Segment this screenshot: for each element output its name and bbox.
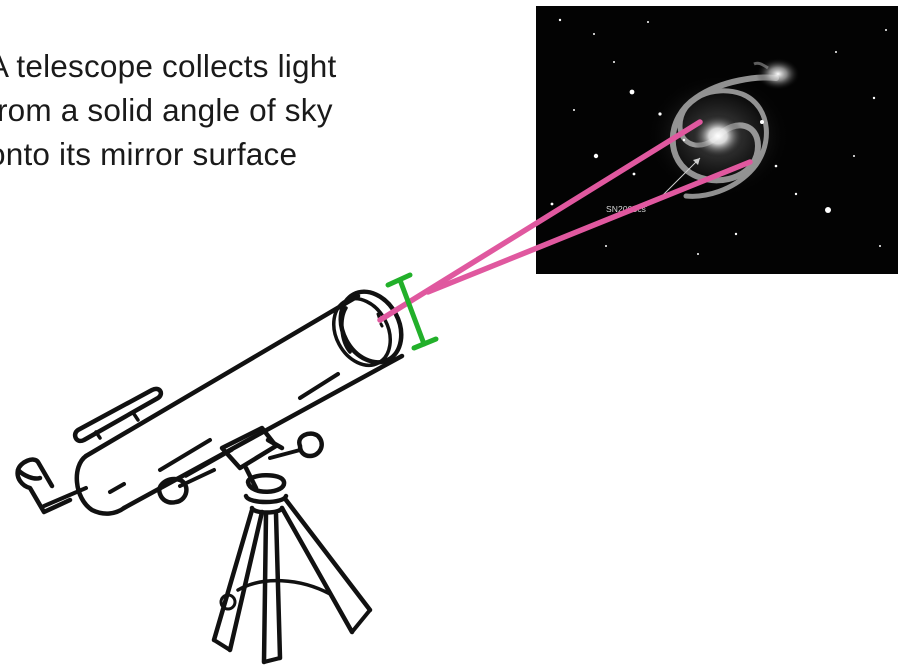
tripod-leg-middle — [261, 511, 269, 665]
caption-line-3: onto its mirror surface — [0, 136, 298, 172]
aperture-ring — [338, 289, 404, 365]
tripod-spreader — [236, 579, 332, 596]
mount-head — [219, 425, 279, 471]
galaxy-photo — [536, 6, 898, 274]
galaxy-image — [536, 6, 898, 274]
tube-top-edge — [83, 293, 361, 459]
supernova-label: SN2005cs — [606, 204, 647, 214]
tripod-leg-right — [279, 505, 355, 635]
tripod-leg-left — [211, 507, 255, 643]
knob-right — [297, 431, 324, 459]
knob-left — [157, 476, 189, 505]
caption-line-2: from a solid angle of sky — [0, 92, 333, 128]
telescope-icon — [15, 289, 405, 665]
companion-galaxy — [756, 58, 800, 90]
tube-bottom-edge — [121, 353, 405, 511]
galaxy-core — [692, 114, 744, 158]
eyepiece — [15, 457, 73, 515]
caption-line-1: A telescope collects light — [0, 48, 337, 84]
finder-scope — [72, 386, 164, 444]
tripod-head — [245, 473, 287, 494]
aperture-diameter-marker — [385, 272, 439, 351]
caption-text: A telescope collects light from a solid … — [0, 44, 458, 176]
tube-rear-end — [74, 453, 127, 516]
